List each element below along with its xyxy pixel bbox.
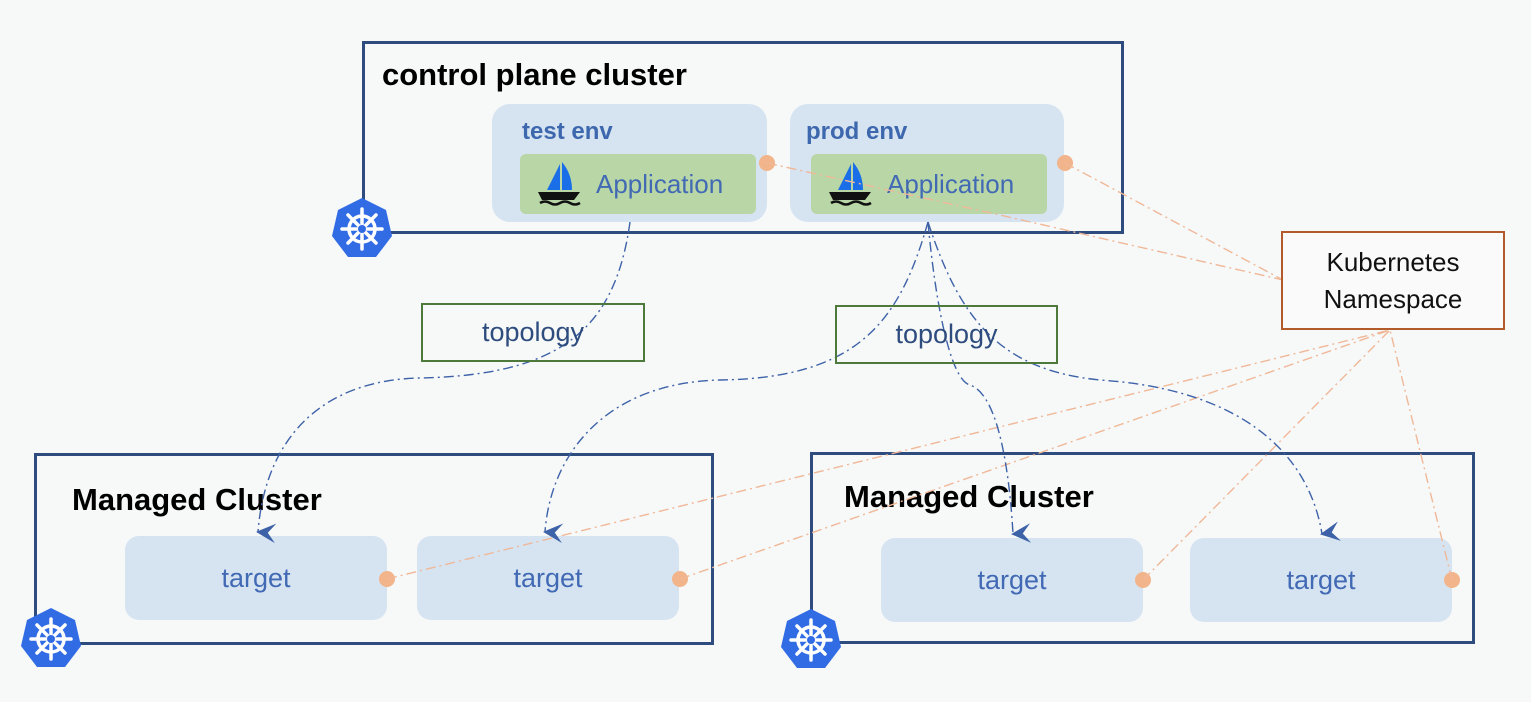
target-namespace-dot — [1444, 572, 1460, 588]
target-label: target — [977, 564, 1047, 595]
namespace-line2: Namespace — [1323, 283, 1463, 314]
topology-label: topology — [481, 317, 585, 347]
kubernetes-namespace-box: Kubernetes Namespace — [1281, 231, 1505, 330]
topology-label: topology — [895, 319, 998, 349]
managed-cluster-1-target-2[interactable]: target — [417, 536, 679, 620]
managed-cluster-2-target-2[interactable]: target — [1190, 538, 1452, 622]
managed-cluster-1-title: Managed Cluster — [72, 482, 322, 517]
kubernetes-icon — [21, 608, 81, 667]
prod-env-application-label: Application — [887, 168, 1015, 199]
control-plane-title: control plane cluster — [382, 57, 687, 92]
sailboat-icon — [829, 162, 872, 206]
managed-cluster-2-title: Managed Cluster — [844, 479, 1094, 514]
managed-cluster-2-target-1[interactable]: target — [881, 538, 1143, 622]
prod-env-namespace-dot — [1057, 155, 1073, 171]
kubernetes-icon — [781, 609, 841, 668]
kubernetes-icon — [332, 198, 392, 257]
topology-label-box-2: topology — [835, 305, 1058, 364]
prod-env[interactable]: prod env Application — [790, 104, 1064, 222]
managed-cluster-1-target-1[interactable]: target — [125, 536, 387, 620]
test-env-application[interactable]: Application — [520, 154, 756, 214]
test-env-namespace-dot — [759, 155, 775, 171]
kubernetes-namespace-label: Kubernetes Namespace — [1324, 244, 1463, 318]
prod-env-title: prod env — [806, 118, 908, 145]
target-label: target — [513, 562, 583, 593]
prod-env-application[interactable]: Application — [811, 154, 1047, 214]
target-namespace-dot — [1135, 572, 1151, 588]
target-label: target — [221, 562, 291, 593]
test-env-title: test env — [522, 118, 613, 145]
test-env-application-label: Application — [596, 168, 724, 199]
topology-label-box-1: topology — [421, 303, 645, 362]
namespace-line1: Kubernetes — [1326, 246, 1460, 277]
target-namespace-dot — [379, 571, 395, 587]
test-env[interactable]: test env Application — [492, 104, 767, 222]
target-label: target — [1286, 564, 1356, 595]
sailboat-icon — [538, 162, 581, 206]
target-namespace-dot — [672, 571, 688, 587]
